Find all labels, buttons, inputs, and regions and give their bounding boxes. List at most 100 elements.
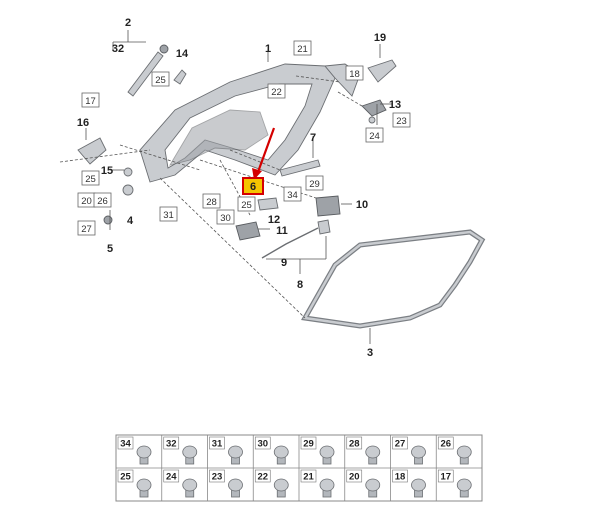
table-label-28: 28 xyxy=(349,439,360,450)
table-label-20: 20 xyxy=(349,472,360,483)
callout-14: 14 xyxy=(176,48,189,60)
hinge-13 xyxy=(361,99,387,117)
fastener-29-icon xyxy=(319,445,335,465)
ref-box-20: 20 xyxy=(77,192,96,208)
callout-12: 12 xyxy=(268,214,280,226)
ref-box-25-top: 25 xyxy=(151,71,170,87)
fastener-28-icon xyxy=(365,445,381,465)
fastener-30-icon xyxy=(273,445,289,465)
table-label-26: 26 xyxy=(440,439,451,450)
ref-box-22: 22 xyxy=(267,83,286,99)
table-cell-29: 29 xyxy=(298,435,335,468)
callout-8: 8 xyxy=(297,279,303,291)
callout-16: 16 xyxy=(77,117,89,129)
svg-text:23: 23 xyxy=(396,116,407,127)
boxed-references: 21 18 25 22 17 23 24 25 29 34 20 26 28 2… xyxy=(77,40,411,236)
ref-box-29: 29 xyxy=(305,175,324,191)
callout-7: 7 xyxy=(310,132,316,144)
fastener-27-icon xyxy=(411,445,426,465)
table-cell-26: 26 xyxy=(435,435,472,468)
callout-9: 9 xyxy=(281,257,287,269)
table-cell-22: 22 xyxy=(252,468,289,501)
callout-2: 2 xyxy=(125,17,131,29)
table-label-30: 30 xyxy=(257,439,268,450)
svg-text:31: 31 xyxy=(163,210,174,221)
table-cell-24: 24 xyxy=(161,468,198,501)
fastener-31-icon xyxy=(228,445,243,465)
leader-lines xyxy=(59,30,393,344)
gas-strut xyxy=(127,51,164,97)
table-label-24: 24 xyxy=(166,472,177,483)
svg-text:30: 30 xyxy=(220,213,231,224)
callout-13: 13 xyxy=(389,99,401,111)
fastener-table: 34 32 31 30 29 28 27 26 25 24 23 22 21 20 18 17 xyxy=(115,434,483,502)
svg-text:26: 26 xyxy=(97,196,108,207)
fastener-21-icon xyxy=(319,478,335,498)
table-cell-21: 21 xyxy=(298,468,335,501)
table-cell-27: 27 xyxy=(390,435,426,468)
table-label-34: 34 xyxy=(120,439,131,450)
svg-text:34: 34 xyxy=(287,190,298,201)
ref-box-30: 30 xyxy=(216,209,235,225)
callout-3: 3 xyxy=(367,347,373,359)
table-label-31: 31 xyxy=(212,439,223,450)
actuator-11 xyxy=(235,221,261,241)
part-15-fastener xyxy=(123,167,133,177)
table-cell-20: 20 xyxy=(344,468,381,501)
table-cell-28: 28 xyxy=(344,435,381,468)
table-cell-23: 23 xyxy=(207,468,243,501)
bracket-12 xyxy=(257,197,279,211)
part-5-fastener xyxy=(103,215,113,225)
cable-9 xyxy=(261,227,319,259)
bracket-19 xyxy=(367,59,397,83)
cable-clip xyxy=(317,219,331,235)
table-label-17: 17 xyxy=(440,472,451,483)
ref-box-18: 18 xyxy=(345,65,364,81)
fastener-25-icon xyxy=(136,478,152,498)
table-cell-34: 34 xyxy=(117,436,152,465)
svg-text:25: 25 xyxy=(85,174,96,185)
table-label-23: 23 xyxy=(212,472,223,483)
svg-text:25: 25 xyxy=(155,75,166,86)
fastener-24-icon xyxy=(182,478,198,498)
part-4-fastener xyxy=(122,184,134,196)
svg-text:28: 28 xyxy=(206,197,217,208)
svg-text:25: 25 xyxy=(241,200,252,211)
callout-4: 4 xyxy=(127,215,134,227)
ref-box-24: 24 xyxy=(365,127,384,143)
ref-box-23: 23 xyxy=(392,112,411,128)
tailgate-frame xyxy=(139,63,361,183)
bracket-14 xyxy=(173,69,187,85)
screw-13 xyxy=(368,116,376,124)
fastener-26-icon xyxy=(456,445,472,465)
strut-fitting xyxy=(159,44,169,54)
svg-text:18: 18 xyxy=(349,69,360,80)
fastener-17-icon xyxy=(456,478,472,498)
fastener-20-icon xyxy=(365,478,381,498)
table-label-32: 32 xyxy=(166,439,177,450)
svg-text:21: 21 xyxy=(297,44,308,55)
ref-box-31: 31 xyxy=(159,206,178,222)
svg-text:20: 20 xyxy=(81,196,92,207)
table-cell-17: 17 xyxy=(435,468,472,501)
svg-text:27: 27 xyxy=(81,224,92,235)
svg-text:22: 22 xyxy=(271,87,282,98)
callout-32: 32 xyxy=(112,43,124,55)
svg-text:17: 17 xyxy=(85,96,96,107)
svg-text:29: 29 xyxy=(309,179,320,190)
fastener-32-icon xyxy=(182,445,198,465)
table-label-27: 27 xyxy=(395,439,406,450)
ref-box-25-mid: 25 xyxy=(237,196,256,212)
table-cell-25: 25 xyxy=(117,469,152,498)
ref-box-25-left: 25 xyxy=(81,170,100,186)
ref-box-21: 21 xyxy=(293,40,312,56)
table-label-29: 29 xyxy=(303,439,314,450)
table-cell-31: 31 xyxy=(207,435,243,468)
table-cell-30: 30 xyxy=(252,435,289,468)
table-label-18: 18 xyxy=(395,472,406,483)
highlighted-part-6[interactable]: 6 xyxy=(242,177,264,195)
fastener-18-icon xyxy=(411,478,426,498)
callout-15: 15 xyxy=(101,165,113,177)
callout-19: 19 xyxy=(374,32,386,44)
